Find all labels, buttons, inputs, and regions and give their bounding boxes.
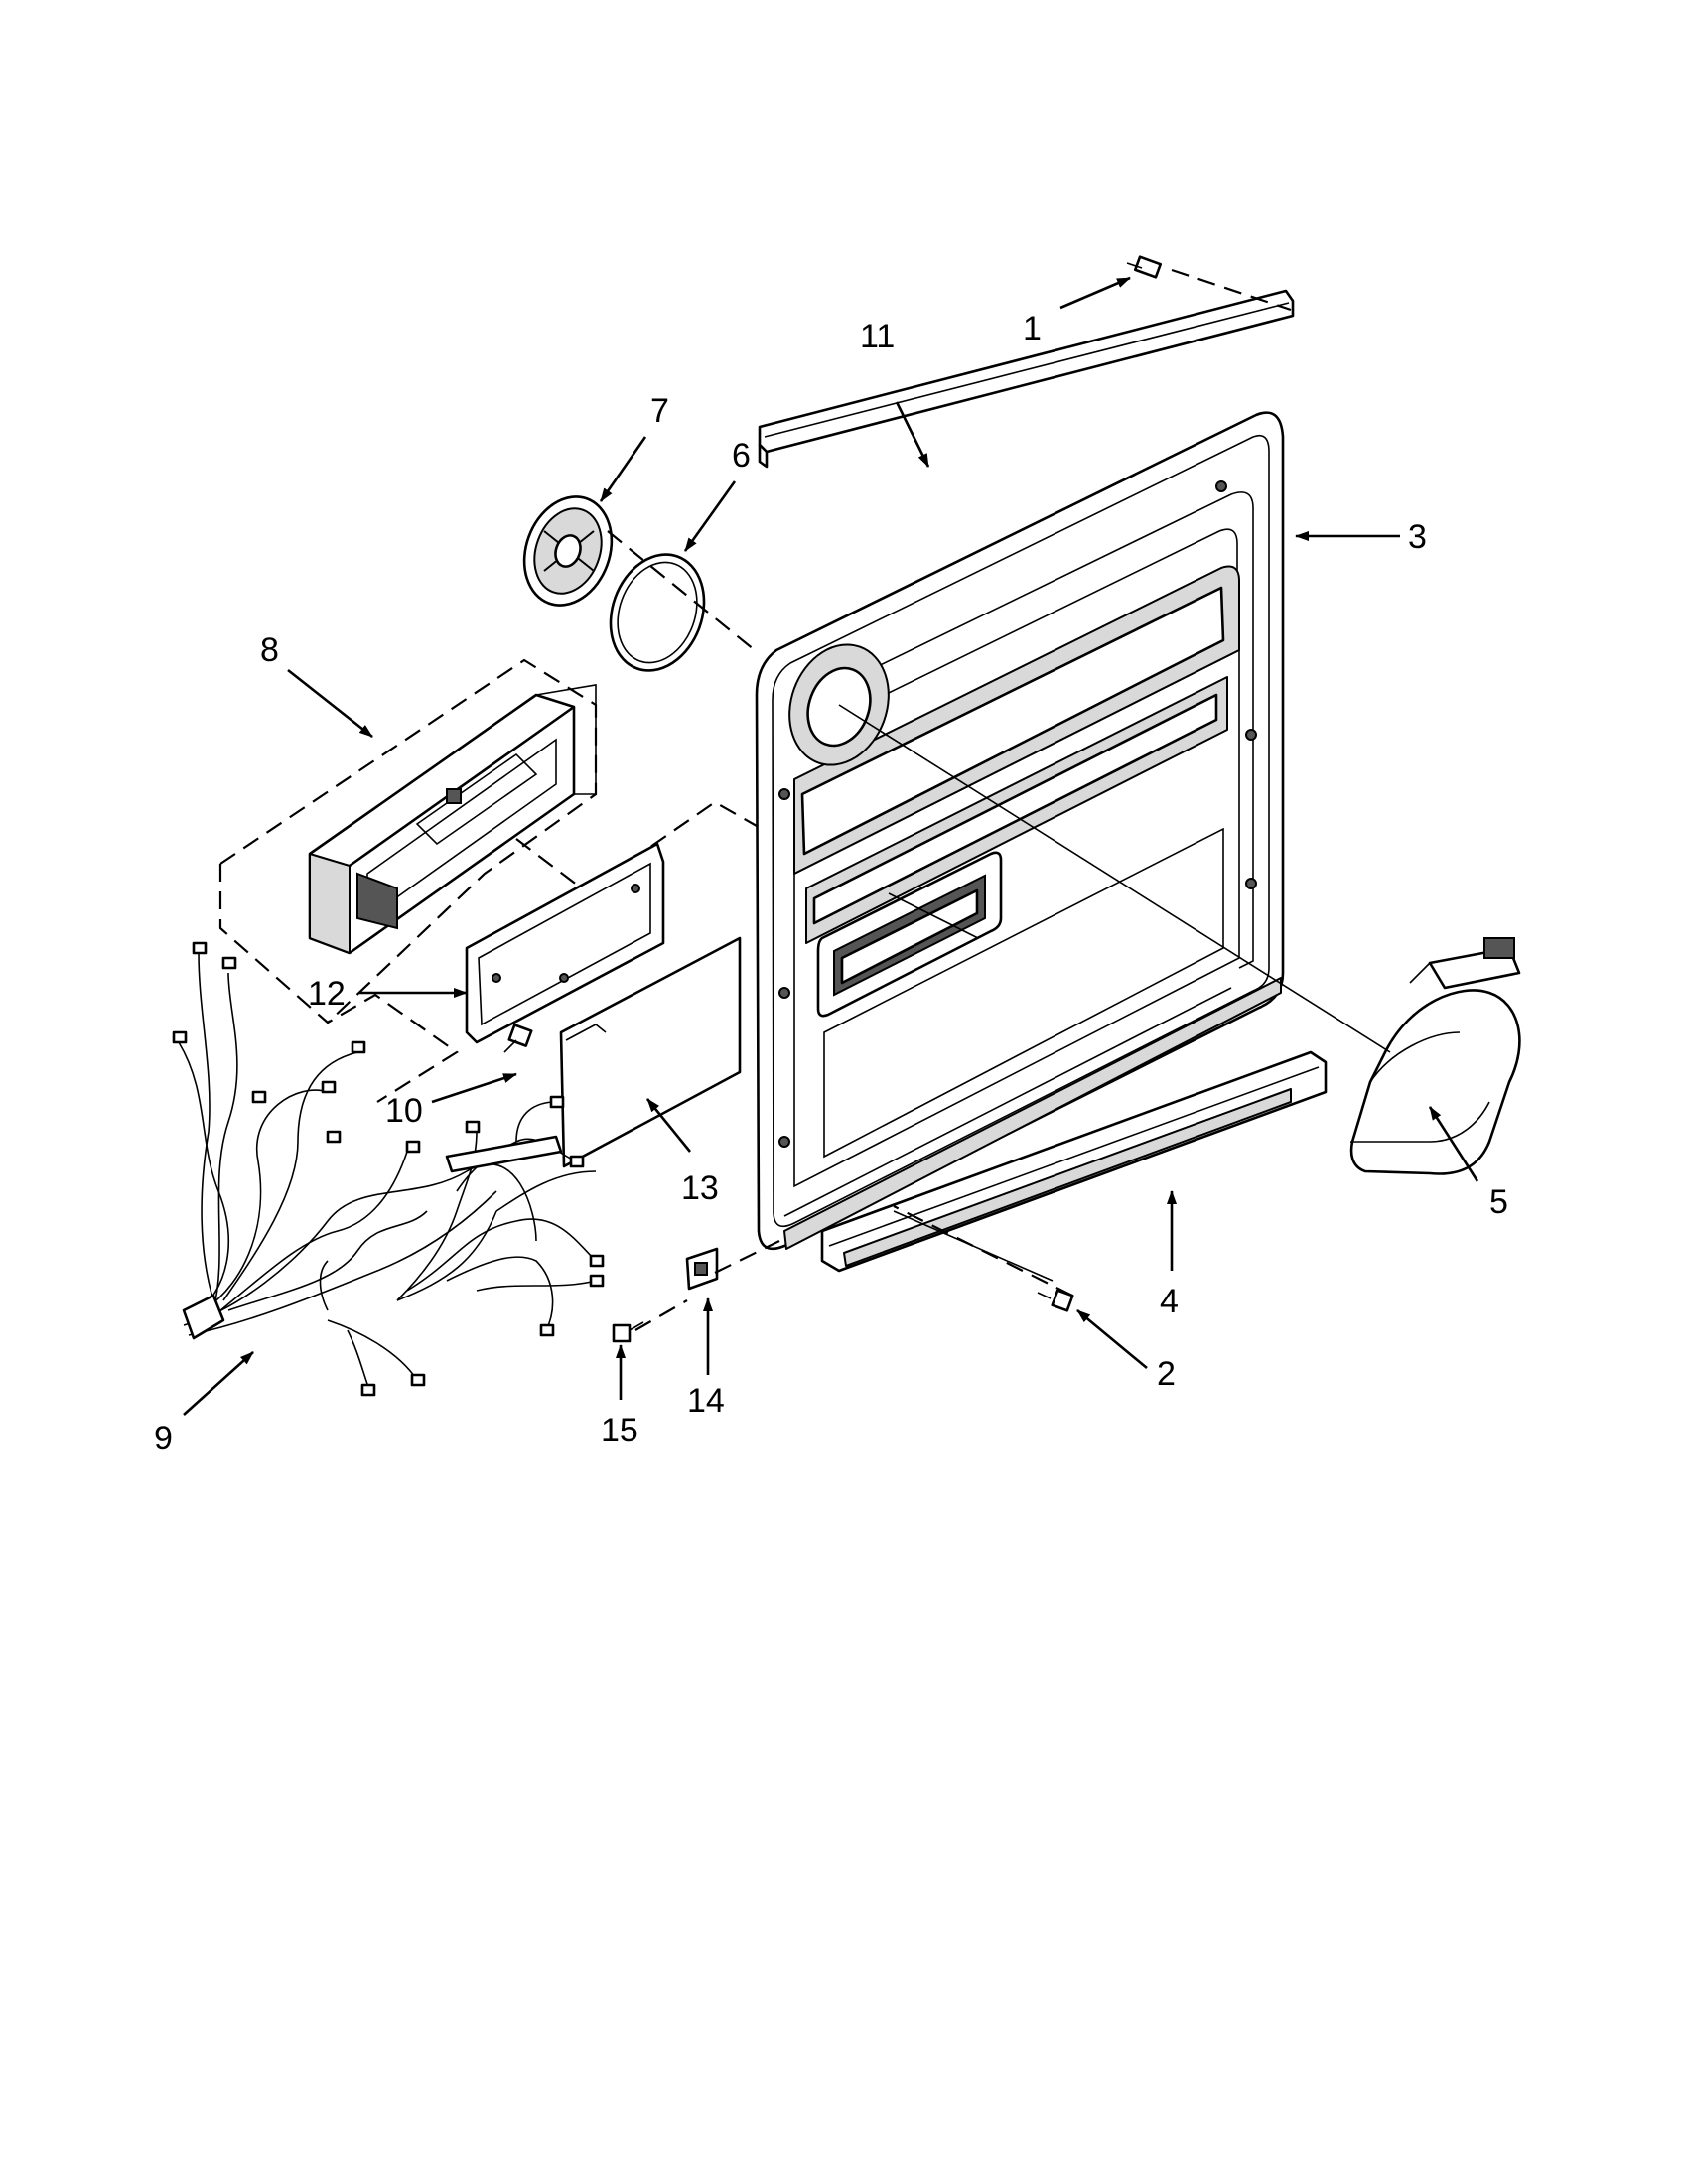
dispenser-dashed-box — [219, 658, 598, 1024]
insulation-sheet — [559, 936, 742, 1168]
vent-cover — [522, 495, 614, 607]
callout-15: 15 — [601, 1412, 638, 1449]
callout-5: 5 — [1489, 1183, 1508, 1221]
callout-10: 10 — [385, 1092, 423, 1130]
callout-14: 14 — [687, 1382, 725, 1420]
vent-fan-duct — [1349, 937, 1521, 1175]
vent-ring — [609, 553, 706, 672]
screw-15 — [612, 1321, 644, 1343]
callout-9: 9 — [154, 1420, 173, 1457]
bracket-14 — [685, 1247, 719, 1291]
callout-8: 8 — [260, 631, 279, 669]
callout-6: 6 — [732, 437, 751, 475]
detergent-dispenser — [308, 684, 597, 955]
callout-3: 3 — [1408, 518, 1427, 556]
callout-11: 11 — [860, 318, 895, 355]
wire-harness — [172, 941, 605, 1397]
top-door-trim — [758, 289, 1295, 469]
callout-4: 4 — [1160, 1283, 1179, 1320]
dispenser-mounting-plate — [465, 842, 665, 1044]
callout-7: 7 — [650, 392, 669, 430]
screw-1 — [1126, 255, 1163, 279]
inner-door-panel — [755, 411, 1285, 1251]
bottom-door-trim — [820, 1050, 1328, 1273]
callout-12: 12 — [308, 975, 346, 1013]
screw-10 — [503, 1024, 533, 1053]
callout-13: 13 — [681, 1169, 719, 1207]
callout-1: 1 — [1023, 310, 1042, 347]
callout-2: 2 — [1157, 1355, 1176, 1393]
